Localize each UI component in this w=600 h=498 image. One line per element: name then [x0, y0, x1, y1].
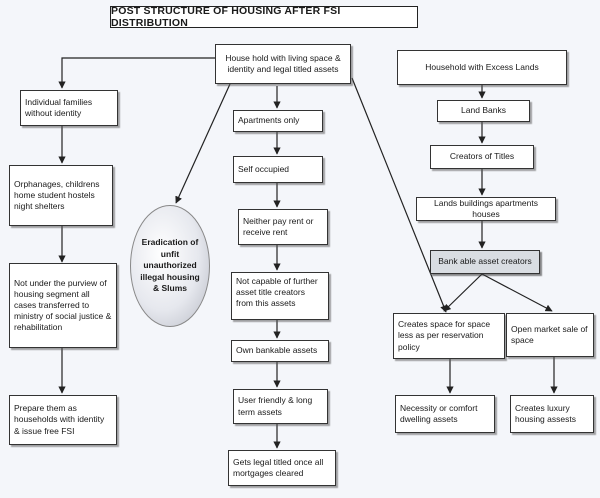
arrow-household-to-eradication [175, 83, 231, 204]
arrow-household-to-individual [58, 57, 215, 89]
arrow-bankable-to-creates-space [443, 273, 483, 312]
node-user-friendly: User friendly & long term assets [233, 389, 328, 424]
node-creators-titles: Creators of Titles [430, 145, 534, 169]
node-bankable-creators: Bank able asset creators [430, 250, 540, 274]
arrow-bankable-to-open-market [481, 273, 553, 312]
node-open-market: Open market sale of space [506, 313, 594, 357]
diagram-title: POST STRUCTURE OF HOUSING AFTER FSI DIST… [110, 5, 418, 29]
node-lands-buildings: Lands buildings apartments houses [416, 197, 556, 221]
node-own-bankable: Own bankable assets [231, 340, 329, 362]
node-prepare-them: Prepare them as households with identity… [9, 395, 117, 445]
node-not-capable: Not capable of further asset title creat… [231, 272, 329, 320]
node-gets-legal: Gets legal titled once all mortgages cle… [228, 450, 336, 486]
node-necessity: Necessity or comfort dwelling assets [395, 395, 495, 433]
node-creates-space: Creates space for space less as per rese… [393, 313, 505, 359]
node-household-main: House hold with living space & identity … [215, 44, 351, 84]
node-individual-families: Individual families without identity [20, 90, 118, 126]
node-excess-lands: Household with Excess Lands [397, 50, 567, 85]
arrow-household-to-creates-space [351, 77, 447, 313]
node-not-under-purview: Not under the purview of housing segment… [9, 263, 117, 348]
node-luxury: Creates luxury housing assests [510, 395, 594, 433]
node-neither-pay: Neither pay rent or receive rent [238, 209, 328, 245]
node-eradication-oval: Eradication of unfit unauthorized illega… [130, 205, 210, 327]
node-orphanages: Orphanages, childrens home student hoste… [9, 165, 113, 226]
node-land-banks: Land Banks [437, 100, 530, 122]
node-apartments-only: Apartments only [233, 110, 323, 132]
node-self-occupied: Self occupied [233, 156, 323, 183]
